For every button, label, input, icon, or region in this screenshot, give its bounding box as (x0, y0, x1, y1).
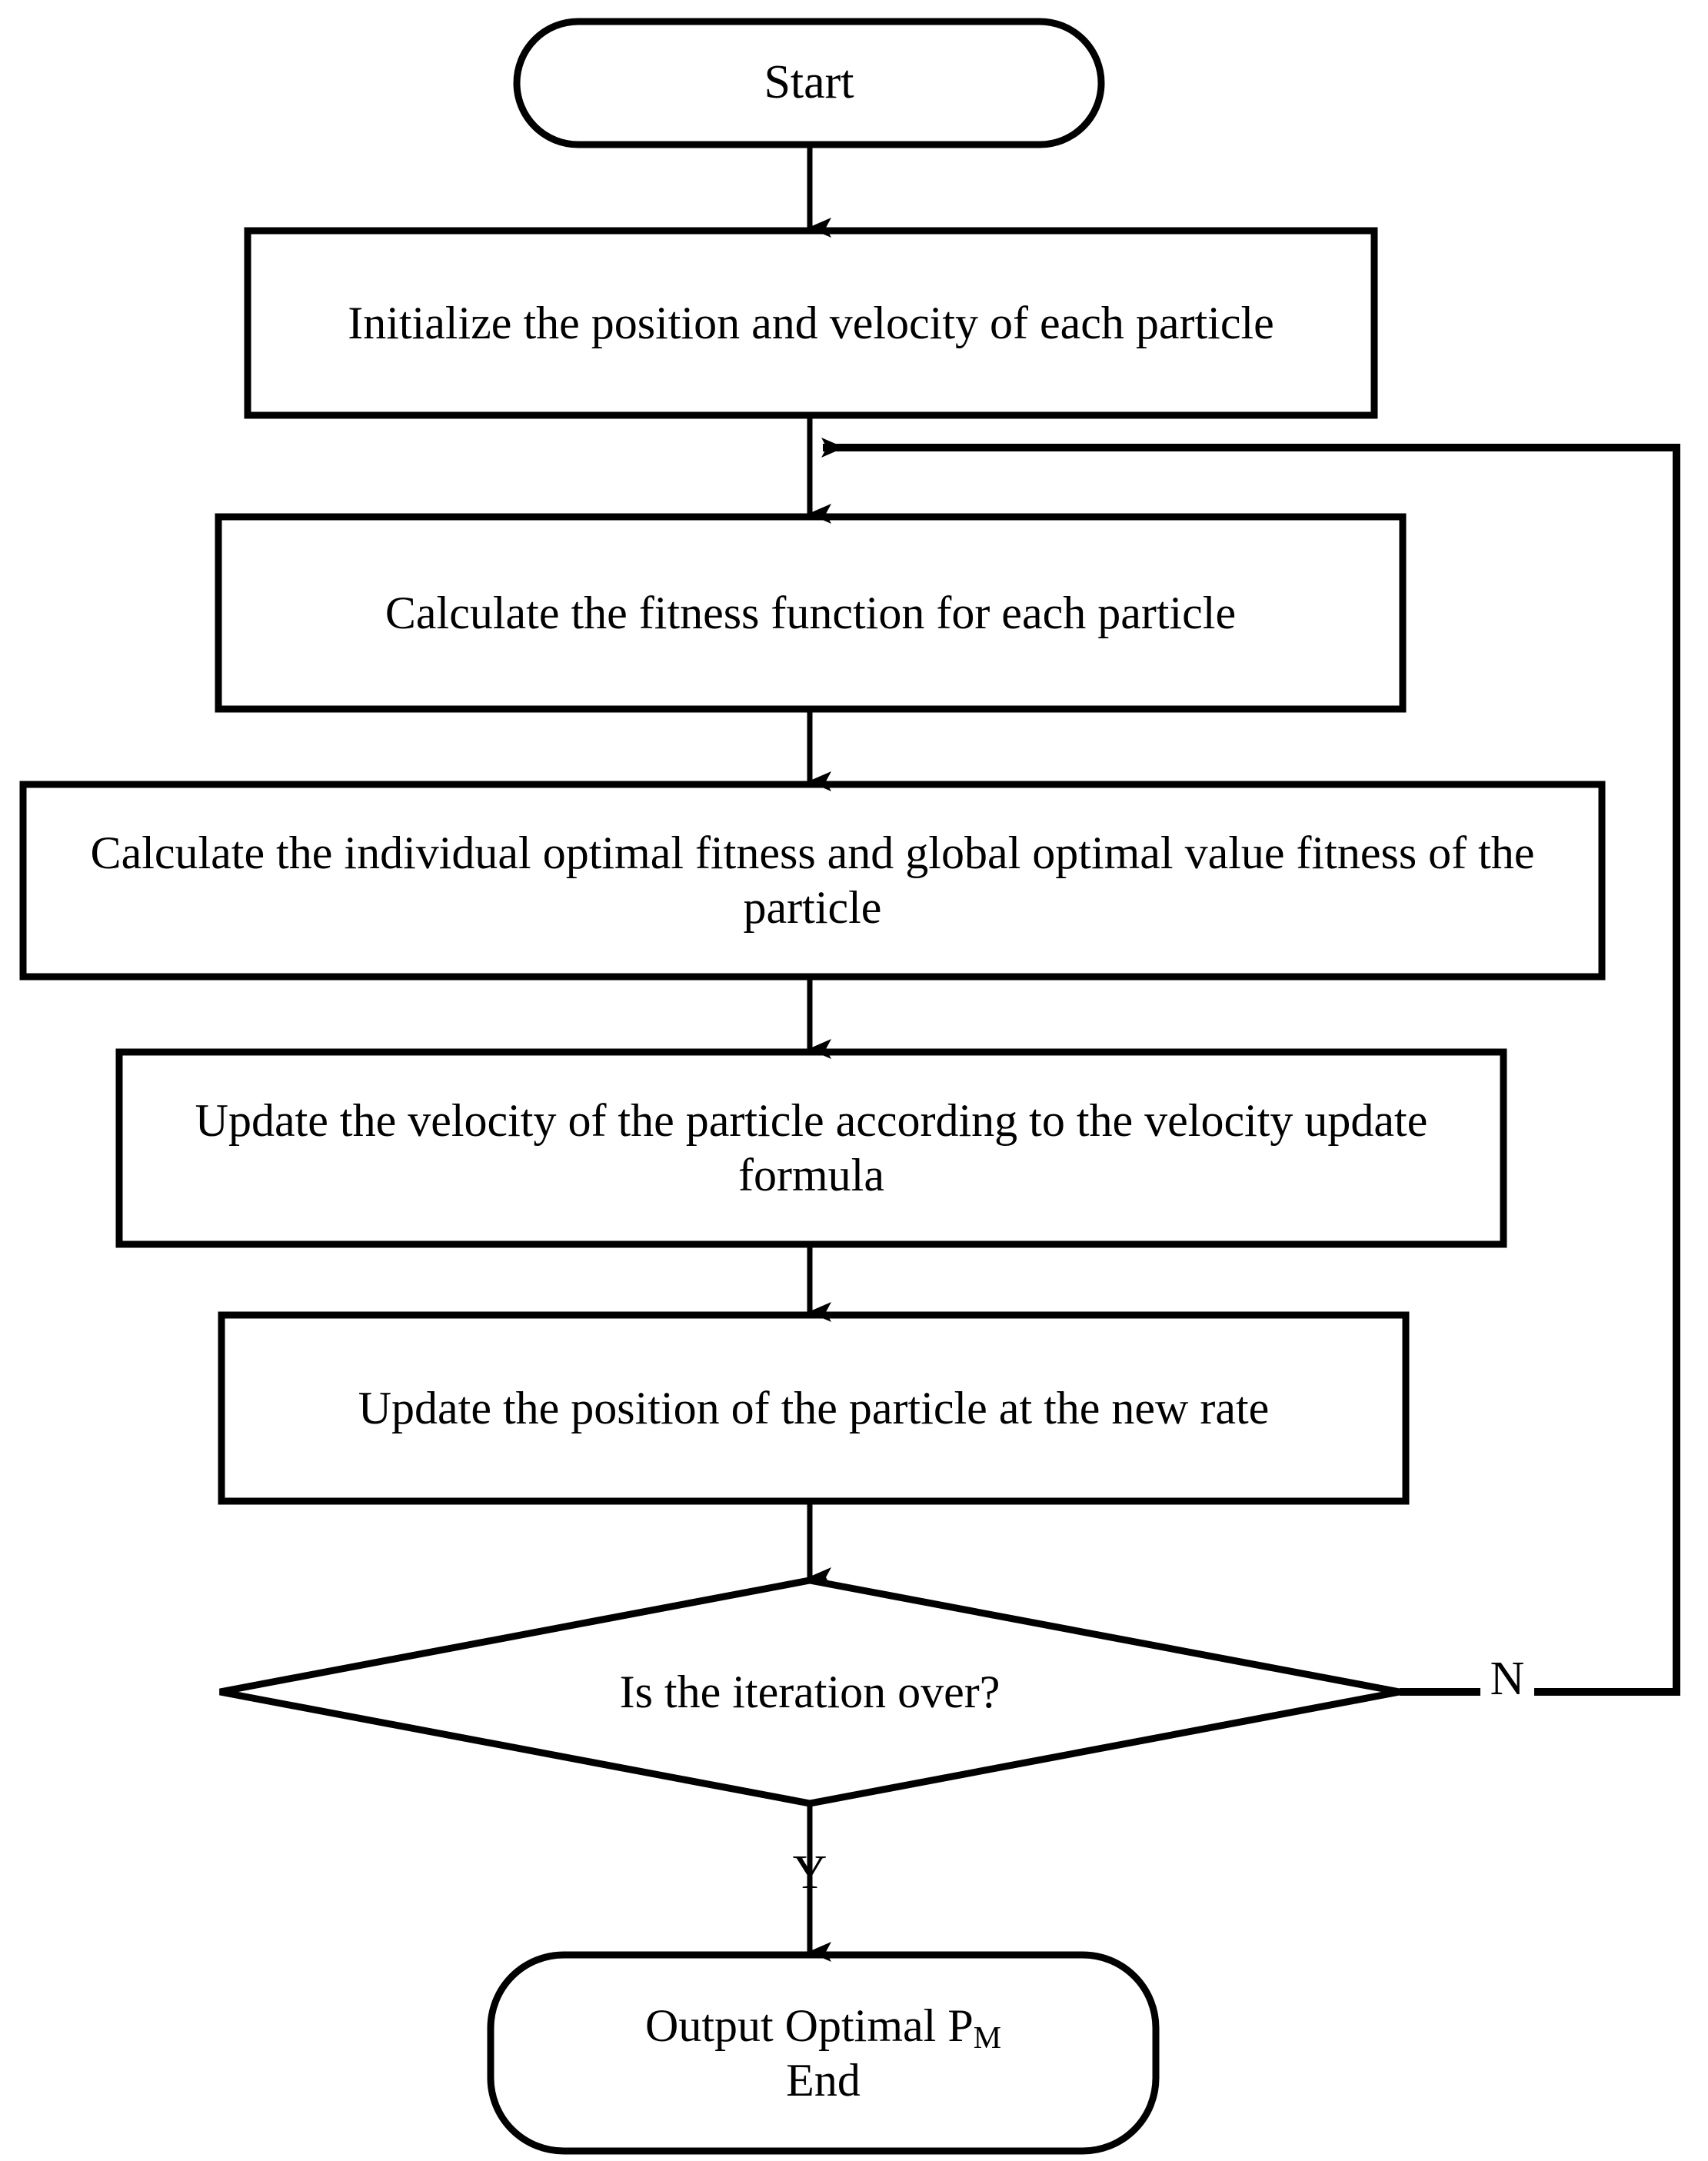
edge-label-no-text: N (1490, 1653, 1525, 1705)
end-terminator-shape (487, 1951, 1160, 2155)
start-terminator-shape (513, 18, 1105, 148)
edge-label-yes-text: Y (792, 1846, 827, 1899)
position-box-shape (218, 1311, 1410, 1505)
edge-label-no: N (1473, 1652, 1542, 1706)
optimal-box-shape (19, 781, 1606, 981)
decision-diamond-shape (219, 1577, 1400, 1807)
fitness-box-shape (215, 513, 1407, 713)
edge-label-yes: Y (775, 1846, 844, 1900)
velocity-box-shape (115, 1048, 1507, 1248)
edge-decision-no-feedback-loop (823, 448, 1680, 1696)
initialize-box-shape (244, 227, 1378, 419)
